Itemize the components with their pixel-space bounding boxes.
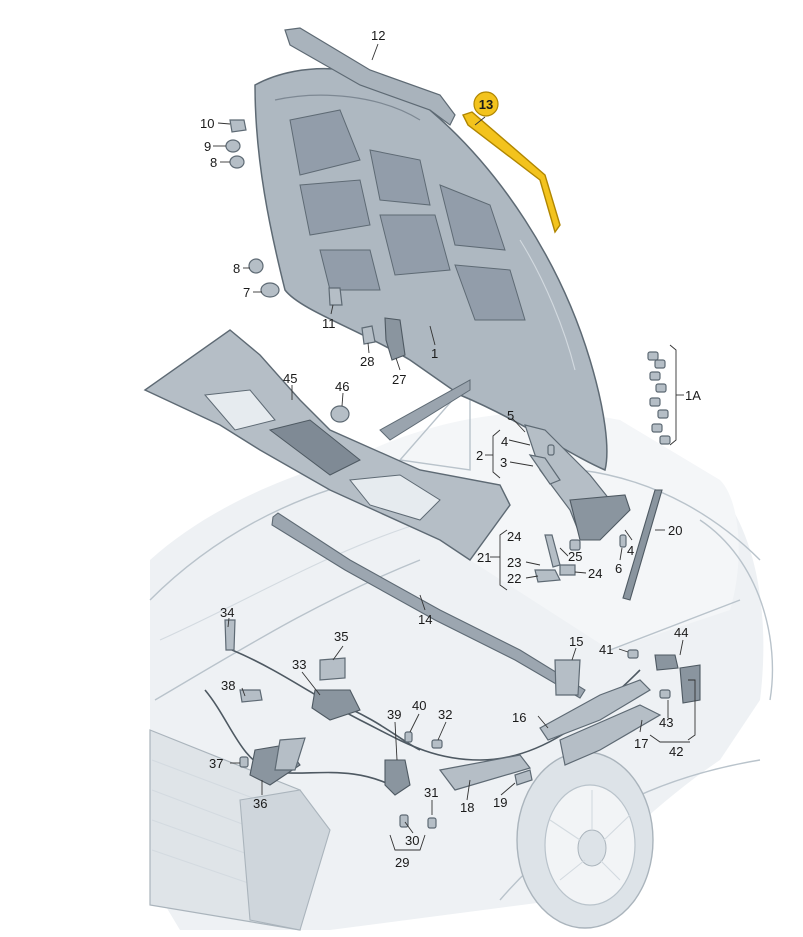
hood-seal-strip xyxy=(284,27,456,126)
callout-27: 27 xyxy=(392,372,406,387)
callout-30: 30 xyxy=(405,833,419,848)
callout-36: 36 xyxy=(253,796,267,811)
callout-35: 35 xyxy=(334,629,348,644)
front-seal-strip xyxy=(271,512,586,699)
callout-38: 38 xyxy=(221,678,235,693)
highlighted-seal-strip xyxy=(462,111,561,234)
front-wheel xyxy=(516,751,654,929)
callout-24-lower: 24 xyxy=(588,566,602,581)
cap-46 xyxy=(330,405,350,423)
callout-13-marker: 13 xyxy=(473,91,499,117)
callout-22: 22 xyxy=(507,571,521,586)
callout-14: 14 xyxy=(418,612,432,627)
callout-45: 45 xyxy=(283,371,297,386)
callout-9: 9 xyxy=(204,139,211,154)
callout-33: 33 xyxy=(292,657,306,672)
callout-24-upper: 24 xyxy=(507,529,521,544)
callout-17: 17 xyxy=(634,736,648,751)
callout-46: 46 xyxy=(335,379,349,394)
cowl-panel xyxy=(143,329,511,561)
callout-44: 44 xyxy=(674,625,688,640)
callout-18: 18 xyxy=(460,800,474,815)
callout-10: 10 xyxy=(200,116,214,131)
callout-34: 34 xyxy=(220,605,234,620)
callout-1: 1 xyxy=(431,346,438,361)
callout-40: 40 xyxy=(412,698,426,713)
callout-2: 2 xyxy=(476,448,483,463)
callout-7: 7 xyxy=(243,285,250,300)
callout-43: 43 xyxy=(659,715,673,730)
callout-labels: 12 13 10 9 8 8 7 11 28 27 1 45 46 1A 5 4… xyxy=(200,28,701,870)
callout-3: 3 xyxy=(500,455,507,470)
callout-4-upper: 4 xyxy=(501,434,508,449)
callout-20: 20 xyxy=(668,523,682,538)
release-cable-system xyxy=(204,619,701,829)
clip-set-1a xyxy=(647,351,671,445)
callout-23: 23 xyxy=(507,555,521,570)
callout-16: 16 xyxy=(512,710,526,725)
callout-15: 15 xyxy=(569,634,583,649)
small-fasteners-left xyxy=(225,119,406,361)
callout-41: 41 xyxy=(599,642,613,657)
hinge-assembly xyxy=(524,424,663,601)
callout-31: 31 xyxy=(424,785,438,800)
callout-6: 6 xyxy=(615,561,622,576)
callout-29: 29 xyxy=(395,855,409,870)
callout-13: 13 xyxy=(479,97,493,112)
callout-32: 32 xyxy=(438,707,452,722)
callout-19: 19 xyxy=(493,795,507,810)
callout-1a: 1A xyxy=(685,388,701,403)
callout-21: 21 xyxy=(477,550,491,565)
callout-8-upper: 8 xyxy=(210,155,217,170)
callout-4-lower: 4 xyxy=(627,543,634,558)
callout-5: 5 xyxy=(507,408,514,423)
callout-11: 11 xyxy=(322,316,336,331)
callout-8-lower: 8 xyxy=(233,261,240,276)
leader-lines xyxy=(213,43,696,851)
callout-42: 42 xyxy=(669,744,683,759)
callout-28: 28 xyxy=(360,354,374,369)
hood-panel xyxy=(254,67,608,472)
callout-25: 25 xyxy=(568,549,582,564)
callout-37: 37 xyxy=(209,756,223,771)
callout-12: 12 xyxy=(371,28,385,43)
callout-39: 39 xyxy=(387,707,401,722)
